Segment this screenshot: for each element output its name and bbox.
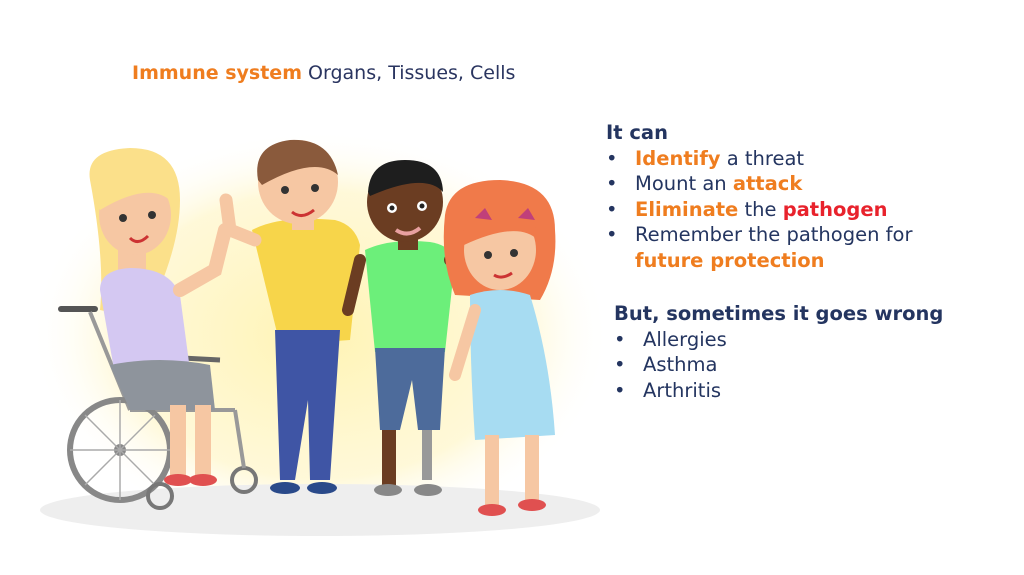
item-highlight: attack — [732, 172, 803, 195]
abilities-block: It can Identify a threat Mount an attack… — [606, 120, 1006, 273]
item-text: a threat — [720, 146, 805, 170]
list-item: Arthritis — [614, 378, 1014, 404]
list-item: Asthma — [614, 352, 1014, 378]
item-text: Remember the pathogen for — [635, 223, 913, 246]
title-rest: Organs, Tissues, Cells — [302, 62, 516, 84]
girl-blue-figure — [443, 180, 556, 516]
list-item: Identify a threat — [606, 146, 1006, 172]
title-highlight: Immune system — [132, 62, 302, 84]
item-highlight: Eliminate — [635, 197, 739, 221]
list-item: Eliminate the pathogen — [606, 197, 1006, 223]
boy-green-figure — [342, 160, 486, 496]
boy-yellow-figure — [219, 139, 360, 494]
slide-title: Immune system Organs, Tissues, Cells — [132, 62, 515, 84]
list-item: Allergies — [614, 327, 1014, 353]
problems-heading: But, sometimes it goes wrong — [614, 302, 944, 325]
item-red-highlight: pathogen — [782, 197, 888, 221]
item-text: Mount an — [635, 172, 733, 195]
children-group-illustration — [30, 130, 610, 540]
list-item: Mount an attack — [606, 171, 1006, 197]
problems-list: Allergies Asthma Arthritis — [614, 327, 1014, 404]
item-highlight: future protection — [635, 248, 825, 272]
problems-block: But, sometimes it goes wrong Allergies A… — [614, 301, 1014, 403]
item-text: the — [738, 197, 783, 221]
abilities-list: Identify a threat Mount an attack Elimin… — [606, 146, 1006, 274]
abilities-heading: It can — [606, 121, 668, 144]
girl-wheelchair-figure — [89, 148, 232, 486]
item-highlight: Identify — [635, 146, 721, 170]
